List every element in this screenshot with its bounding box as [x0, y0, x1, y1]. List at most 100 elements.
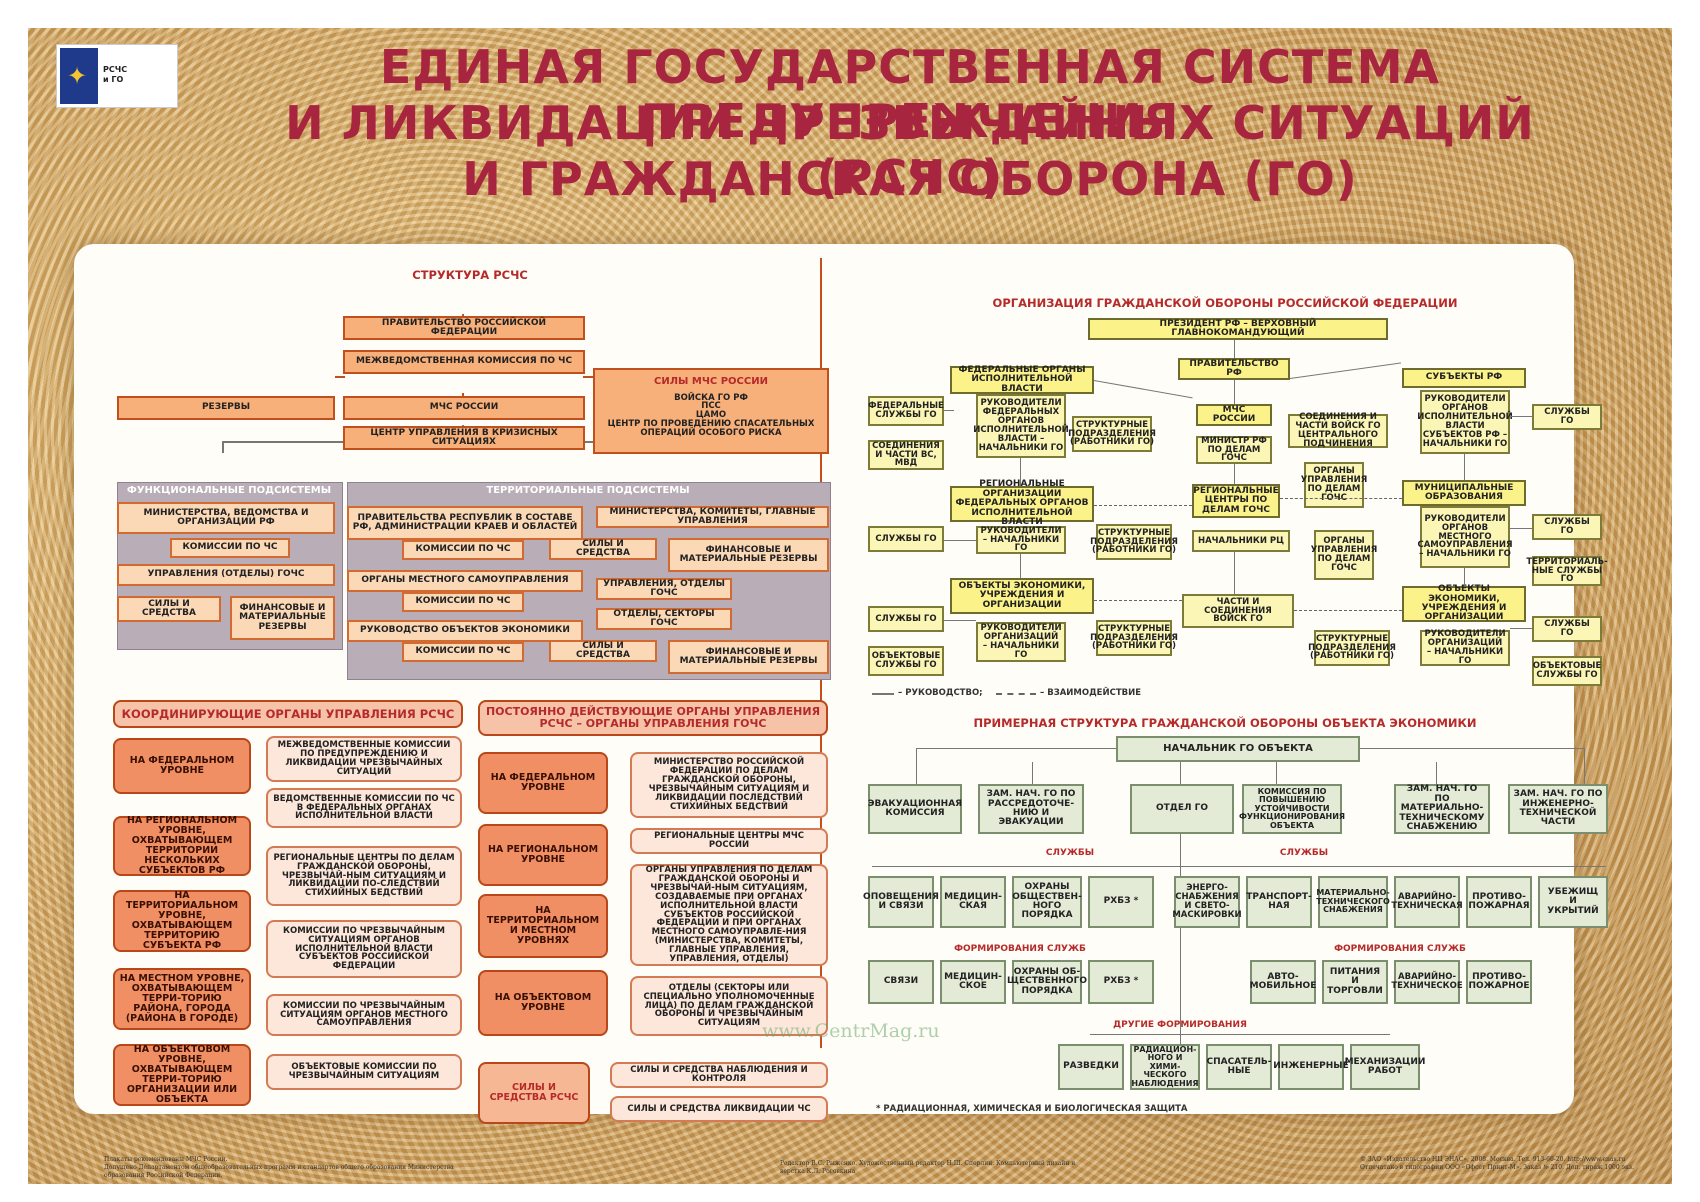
- coord-level-regional: НА РЕГИОНАЛЬНОМ УРОВНЕ, ОХВАТЫВАЮЩЕМ ТЕР…: [113, 816, 251, 876]
- go-minister: МИНИСТР РФ ПО ДЕЛАМ ГОЧС: [1196, 436, 1272, 464]
- rschs-crisis-center: ЦЕНТР УПРАВЛЕНИЯ В КРИЗИСНЫХ СИТУАЦИЯХ: [343, 426, 585, 450]
- footer-center: Редактор В.С. Рыженко. Художественный ре…: [780, 1160, 1076, 1175]
- go-obj-services-2: ОБЪЕКТОВЫЕ СЛУЖБЫ ГО: [1532, 656, 1602, 686]
- perm-body-2: РЕГИОНАЛЬНЫЕ ЦЕНТРЫ МЧС РОССИИ: [630, 828, 828, 854]
- perm-level-territorial: НА ТЕРРИТОРИАЛЬНОМ И МЕСТНОМ УРОВНЯХ: [478, 894, 608, 958]
- obj-formation-left-4: РХБЗ *: [1088, 960, 1154, 1004]
- obj-services-label-2: СЛУЖБЫ: [1279, 848, 1329, 858]
- go-heading: ОРГАНИЗАЦИЯ ГРАЖДАНСКОЙ ОБОРОНЫ РОССИЙСК…: [992, 296, 1458, 310]
- coord-level-territorial: НА ТЕРРИТОРИАЛЬНОМ УРОВНЕ, ОХВАТЫВАЮЩЕМ …: [113, 890, 251, 952]
- obj-formation-right-4: ПРОТИВО-ПОЖАРНОЕ: [1466, 960, 1532, 1004]
- obj-formation-right-1: АВТО-МОБИЛЬНОЕ: [1250, 960, 1316, 1004]
- obj-formation-left-1: СВЯЗИ: [868, 960, 934, 1004]
- obj-other-2: РАДИАЦИОН-НОГО И ХИМИ-ЧЕСКОГО НАБЛЮДЕНИЯ: [1130, 1044, 1200, 1090]
- go-objects-1: ОБЪЕКТЫ ЭКОНОМИКИ, УЧРЕЖДЕНИЯ И ОРГАНИЗА…: [950, 578, 1094, 614]
- connector: [583, 376, 593, 378]
- connector: [1234, 380, 1235, 404]
- obj-service-right-1: ЭНЕРГО-СНАБЖЕНИЯ И СВЕТО-МАСКИРОВКИ: [1172, 876, 1242, 928]
- connector: [1464, 454, 1465, 480]
- obj-footnote: * РАДИАЦИОННАЯ, ХИМИЧЕСКАЯ И БИОЛОГИЧЕСК…: [876, 1104, 1188, 1114]
- go-bodies-1: ОРГАНЫ УПРАВЛЕНИЯ ПО ДЕЛАМ ГОЧС: [1301, 462, 1367, 508]
- connector: [916, 748, 1116, 749]
- perm-body-4: ОТДЕЛЫ (СЕКТОРЫ ИЛИ СПЕЦИАЛЬНО УПОЛНОМОЧ…: [630, 976, 828, 1036]
- obj-service-right-6: УБЕЖИЩ И УКРЫТИЙ: [1538, 876, 1608, 928]
- connector: [1510, 628, 1532, 629]
- perm-level-regional: НА РЕГИОНАЛЬНОМ УРОВНЕ: [478, 824, 608, 886]
- terr-governments: ПРАВИТЕЛЬСТВА РЕСПУБЛИК В СОСТАВЕ РФ, АД…: [347, 506, 583, 540]
- interaction-line: [1280, 498, 1402, 499]
- obj-service-right-5: ПРОТИВО-ПОЖАРНАЯ: [1466, 876, 1532, 928]
- obj-service-left-2: МЕДИЦИН-СКАЯ: [940, 876, 1006, 928]
- obj-deputy-engineering: ЗАМ. НАЧ. ГО ПО ИНЖЕНЕРНО-ТЕХНИЧЕСКОЙ ЧА…: [1508, 784, 1608, 834]
- go-objects-2: ОБЪЕКТЫ ЭКОНОМИКИ, УЧРЕЖДЕНИЯ И ОРГАНИЗА…: [1402, 584, 1526, 622]
- go-org-heads-2: РУКОВОДИТЕЛИ ОРГАНИЗАЦИЙ – НАЧАЛЬНИКИ ГО: [1420, 630, 1510, 666]
- go-obj-services-1: ОБЪЕКТОВЫЕ СЛУЖБЫ ГО: [868, 646, 944, 676]
- connector: [335, 376, 345, 378]
- title-line-2: И ЛИКВИДАЦИИ ЧРЕЗВЫЧАЙНЫХ СИТУАЦИЙ (РСЧС…: [285, 96, 1535, 204]
- functional-subsystems-heading: ФУНКЦИОНАЛЬНЫЕ ПОДСИСТЕМЫ: [126, 485, 332, 496]
- title-line-1: ЕДИНАЯ ГОСУДАРСТВЕННАЯ СИСТЕМА ПРЕДУПРЕЖ…: [379, 40, 1441, 148]
- connector: [1180, 834, 1181, 1058]
- interaction-line: [1094, 505, 1192, 506]
- connector: [1360, 748, 1584, 749]
- connector: [1510, 528, 1532, 529]
- perm-body-3: ОРГАНЫ УПРАВЛЕНИЯ ПО ДЕЛАМ ГРАЖДАНСКОЙ О…: [630, 864, 828, 966]
- perm-body-1: МИНИСТЕРСТВО РОССИЙСКОЙ ФЕДЕРАЦИИ ПО ДЕЛ…: [630, 752, 828, 818]
- terr-reserves-1: ФИНАНСОВЫЕ И МАТЕРИАЛЬНЫЕ РЕЗЕРВЫ: [668, 538, 829, 572]
- footer-left: Плакаты рекомендованы МЧС России. Допуще…: [104, 1156, 454, 1179]
- obj-other-3: СПАСАТЕЛЬ-НЫЕ: [1206, 1044, 1272, 1090]
- obj-formation-right-3: АВАРИЙНО-ТЕХНИЧЕСКОЕ: [1391, 960, 1463, 1004]
- go-president: ПРЕЗИДЕНТ РФ – ВЕРХОВНЫЙ ГЛАВНОКОМАНДУЮЩ…: [1088, 318, 1388, 340]
- obj-formation-left-2: МЕДИЦИН-СКОЕ: [940, 960, 1006, 1004]
- obj-other-1: РАЗВЕДКИ: [1058, 1044, 1124, 1090]
- coord-level-federal: НА ФЕДЕРАЛЬНОМ УРОВНЕ: [113, 738, 251, 794]
- mchs-forces-heading: СИЛЫ МЧС РОССИИ: [654, 376, 768, 387]
- func-departments: УПРАВЛЕНИЯ (ОТДЕЛЫ) ГОЧС: [117, 564, 335, 586]
- perm-forces-liquidation: СИЛЫ И СРЕДСТВА ЛИКВИДАЦИИ ЧС: [610, 1096, 828, 1122]
- connector: [944, 410, 954, 411]
- go-services-5: СЛУЖБЫ ГО: [1532, 616, 1602, 642]
- go-fed-heads: РУКОВОДИТЕЛИ ФЕДЕРАЛЬНЫХ ОРГАНОВ ИСПОЛНИ…: [973, 394, 1069, 458]
- terr-reserves-2: ФИНАНСОВЫЕ И МАТЕРИАЛЬНЫЕ РЕЗЕРВЫ: [668, 640, 829, 674]
- rschs-government: ПРАВИТЕЛЬСТВО РОССИЙСКОЙ ФЕДЕРАЦИИ: [343, 316, 585, 340]
- legend-dashed-line: [996, 693, 1036, 695]
- connector: [1436, 762, 1437, 784]
- go-municipal: МУНИЦИПАЛЬНЫЕ ОБРАЗОВАНИЯ: [1402, 480, 1526, 506]
- go-mun-heads: РУКОВОДИТЕЛИ ОРГАНОВ МЕСТНОГО САМОУПРАВЛ…: [1417, 506, 1513, 568]
- terr-departments: УПРАВЛЕНИЯ, ОТДЕЛЫ ГОЧС: [596, 578, 732, 600]
- obj-service-left-4: РХБЗ *: [1088, 876, 1154, 928]
- terr-forces-2: СИЛЫ И СРЕДСТВА: [549, 640, 657, 662]
- go-struct-units-3: СТРУКТУРНЫЕ ПОДРАЗДЕЛЕНИЯ (РАБОТНИКИ ГО): [1090, 620, 1178, 656]
- perm-forces-monitoring: СИЛЫ И СРЕДСТВА НАБЛЮДЕНИЯ И КОНТРОЛЯ: [610, 1062, 828, 1088]
- coord-body-4: КОМИССИИ ПО ЧРЕЗВЫЧАЙНЫМ СИТУАЦИЯМ ОРГАН…: [266, 920, 462, 978]
- obj-other-5: МЕХАНИЗАЦИИ РАБОТ: [1345, 1044, 1425, 1090]
- terr-ministries: МИНИСТЕРСТВА, КОМИТЕТЫ, ГЛАВНЫЕ УПРАВЛЕН…: [596, 506, 829, 528]
- obj-stability-commission: КОМИССИЯ ПО ПОВЫШЕНИЮ УСТОЙЧИВОСТИ ФУНКЦ…: [1239, 784, 1345, 834]
- go-units-mvd: СОЕДИНЕНИЯ И ЧАСТИ ВС, МВД: [868, 440, 944, 470]
- interaction-line: [1094, 600, 1182, 601]
- obj-other-label: ДРУГИЕ ФОРМИРОВАНИЯ: [1113, 1020, 1247, 1030]
- logo-text: РСЧС и ГО: [103, 65, 128, 84]
- obj-other-4: ИНЖЕНЕРНЫЕ: [1273, 1044, 1349, 1090]
- mchs-forces-list: ВОЙСКА ГО РФ ПСС ЦАМО ЦЕНТР ПО ПРОВЕДЕНИ…: [607, 392, 815, 439]
- legend-interaction: – ВЗАИМОДЕЙСТВИЕ: [1040, 688, 1142, 698]
- go-bodies-2: ОРГАНЫ УПРАВЛЕНИЯ ПО ДЕЛАМ ГОЧС: [1311, 530, 1377, 580]
- connector: [222, 441, 224, 453]
- func-commissions: КОМИССИИ ПО ЧС: [170, 538, 290, 558]
- mchs-forces-box: СИЛЫ МЧС РОССИИ ВОЙСКА ГО РФ ПСС ЦАМО ЦЕ…: [593, 368, 829, 454]
- emblem-icon: ✦: [60, 48, 98, 104]
- connector: [1584, 748, 1585, 784]
- connector: [916, 748, 917, 784]
- obj-service-right-3: МАТЕРИАЛЬНО-ТЕХНИЧЕСКОГО СНАБЖЕНИЯ: [1316, 876, 1390, 928]
- territorial-subsystems-heading: ТЕРРИТОРИАЛЬНЫЕ ПОДСИСТЕМЫ: [486, 485, 690, 496]
- legend-solid-line: [872, 693, 894, 695]
- go-fed-services: ФЕДЕРАЛЬНЫЕ СЛУЖБЫ ГО: [868, 396, 944, 426]
- connector: [944, 620, 976, 621]
- obj-heading: ПРИМЕРНАЯ СТРУКТУРА ГРАЖДАНСКОЙ ОБОРОНЫ …: [973, 716, 1477, 730]
- rschs-reserves: РЕЗЕРВЫ: [117, 396, 335, 420]
- go-services-1: СЛУЖБЫ ГО: [1532, 404, 1602, 430]
- coord-level-object: НА ОБЪЕКТОВОМ УРОВНЕ, ОХВАТЫВАЮЩЕМ ТЕРРИ…: [113, 1044, 251, 1106]
- go-services-3: СЛУЖБЫ ГО: [1532, 514, 1602, 540]
- obj-formation-left-3: ОХРАНЫ ОБ-ЩЕСТВЕННОГО ПОРЯДКА: [1007, 960, 1087, 1004]
- go-rc-heads: НАЧАЛЬНИКИ РЦ: [1192, 530, 1290, 552]
